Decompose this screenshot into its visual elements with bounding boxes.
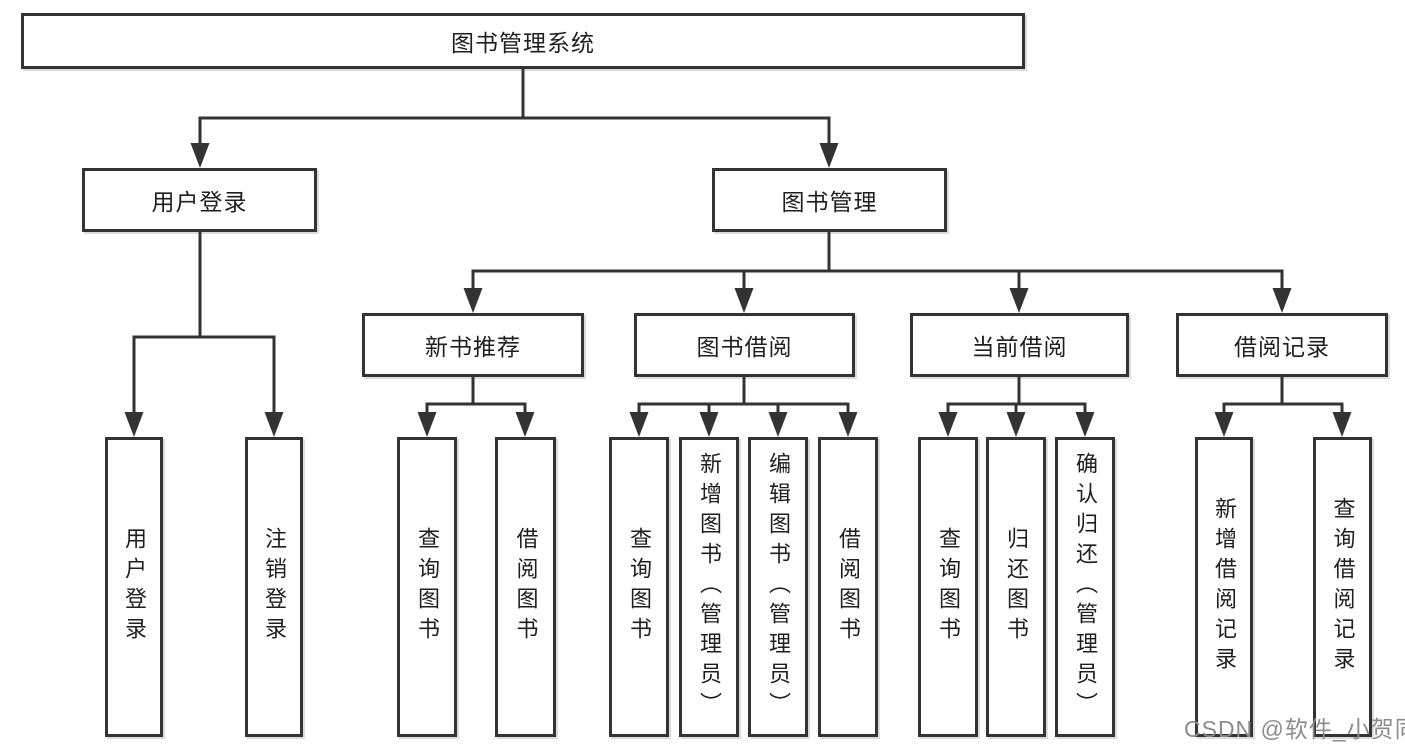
node-label: 归还图书 [1004,527,1029,647]
node-label: 查询图书 [415,527,440,647]
node-label: 新增图书（管理员） [697,452,722,722]
node-label: 查询图书 [627,527,652,647]
arrowhead-icon [819,143,839,168]
node-label: 借阅图书 [836,527,861,647]
node-book-borrowing: 图书借阅 [634,313,855,377]
leaf-logout-login: 注销登录 [245,437,303,737]
node-new-book-recommend: 新书推荐 [362,313,584,377]
leaf-confirm-return-admin: 确认归还（管理员） [1055,437,1115,737]
arrowhead-icon [190,143,210,168]
leaf-query-books-current: 查询图书 [918,437,978,737]
arrowhead-icon [838,412,858,437]
node-label: 确认归还（管理员） [1073,452,1098,722]
arrowhead-icon [699,412,719,437]
node-book-management: 图书管理 [712,168,947,232]
node-label: 查询借阅记录 [1330,497,1356,677]
arrowhead-icon [515,412,535,437]
arrowhead-icon [1075,412,1095,437]
node-label: 图书管理 [781,189,878,215]
arrowhead-icon [264,412,284,437]
node-label: 编辑图书（管理员） [766,452,791,722]
node-label: 借阅图书 [513,527,539,647]
leaf-add-books-admin: 新增图书（管理员） [679,437,739,737]
node-label: 新书推荐 [425,334,521,360]
leaf-borrow-books-recommend: 借阅图书 [495,437,556,737]
arrowhead-icon [734,288,754,313]
node-label: 用户登录 [151,189,248,215]
arrowhead-icon [1332,412,1352,437]
leaf-user-login: 用户登录 [105,437,163,737]
node-user-login: 用户登录 [82,168,317,232]
node-label: 图书借阅 [696,334,793,360]
node-library-system: 图书管理系统 [21,13,1025,69]
node-current-borrowing: 当前借阅 [910,313,1129,377]
node-label: 借阅记录 [1234,334,1330,360]
arrowhead-icon [1272,288,1292,313]
node-label: 当前借阅 [971,334,1068,360]
arrowhead-icon [124,412,144,437]
arrowhead-icon [1009,288,1029,313]
leaf-return-books: 归还图书 [986,437,1046,737]
leaf-query-books-borrow: 查询图书 [609,437,669,737]
node-label: 新增借阅记录 [1212,497,1237,677]
leaf-query-borrow-record: 查询借阅记录 [1313,437,1372,737]
arrowhead-icon [629,412,649,437]
arrowhead-icon [1006,412,1026,437]
leaf-edit-books-admin: 编辑图书（管理员） [748,437,808,737]
node-label: 注销登录 [262,527,287,647]
leaf-add-borrow-record: 新增借阅记录 [1195,437,1253,737]
leaf-borrow-books: 借阅图书 [818,437,878,737]
node-borrow-records: 借阅记录 [1176,313,1388,377]
csdn-watermark: CSDN @软件_小贺同学 [1184,716,1405,742]
arrowhead-icon [768,412,788,437]
arrowhead-icon [1214,412,1234,437]
arrowhead-icon [417,412,437,437]
node-label: 查询图书 [936,527,961,647]
arrowhead-icon [938,412,958,437]
node-label: 图书管理系统 [451,30,595,56]
leaf-query-books-recommend: 查询图书 [397,437,457,737]
node-label: 用户登录 [122,527,147,647]
arrowhead-icon [463,288,483,313]
